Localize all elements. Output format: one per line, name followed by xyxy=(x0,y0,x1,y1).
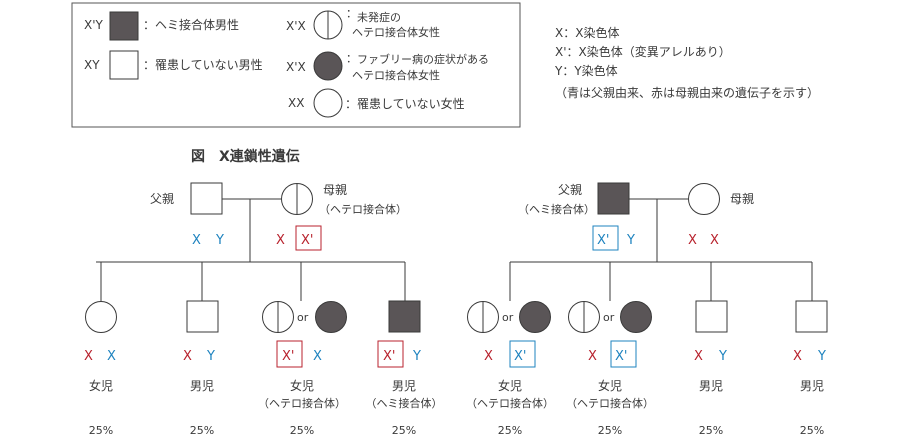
legend-genotype-2: X'X xyxy=(286,19,306,33)
right-child-2-label: 男児 xyxy=(699,379,723,393)
legend-box xyxy=(71,2,521,128)
legend-colon-2: ： xyxy=(346,7,357,20)
left-child-3-gene-2: Y xyxy=(412,349,421,364)
left-child-2-or: or xyxy=(297,311,309,324)
left-child-3-gene-box xyxy=(377,340,404,368)
right-mother-icon xyxy=(688,183,720,215)
right-child-1-gene-2: X' xyxy=(615,349,627,364)
left-mother-gene-box xyxy=(295,225,322,251)
left-child-2b-icon xyxy=(315,301,347,333)
left-child-1-icon xyxy=(186,300,219,333)
left-child-0-gene-2: X xyxy=(107,349,116,364)
note-3: （青は父親由来、赤は母親由来の遺伝子を示す） xyxy=(555,85,819,100)
right-child-1-pct: 25% xyxy=(598,424,622,436)
right-child-2-gene-1: X xyxy=(694,349,703,364)
left-child-0-pct: 25% xyxy=(89,424,113,436)
legend-genotype-1: XY xyxy=(84,58,100,72)
legend-desc-0: ：ヘミ接合体男性 xyxy=(143,17,239,32)
right-mother-gene-2: X xyxy=(710,233,719,248)
right-child-3-gene-2: Y xyxy=(817,349,826,364)
left-child-2-sub: （ヘテロ接合体） xyxy=(258,396,346,410)
legend-genotype-0: X'Y xyxy=(84,18,104,32)
left-child-2-pct: 25% xyxy=(290,424,314,436)
right-child-3-label: 男児 xyxy=(800,379,824,393)
left-child-0-icon xyxy=(85,301,117,333)
left-child-0-gene-1: X xyxy=(84,349,93,364)
right-child-2-gene-2: Y xyxy=(718,349,727,364)
right-child-0-pct: 25% xyxy=(498,424,522,436)
left-mother-gene-2: X' xyxy=(301,233,313,248)
right-child-0-sub: （ヘテロ接合体） xyxy=(466,396,554,410)
right-child-1-gene-1: X xyxy=(588,349,597,364)
legend-desc-1: ：罹患していない男性 xyxy=(143,58,263,72)
legend-desc-2a: 未発症の xyxy=(357,10,401,24)
left-child-3-label: 男児 xyxy=(392,379,416,393)
note-1: X'：X染色体（変異アレルあり） xyxy=(555,44,731,59)
right-child-3-pct: 25% xyxy=(800,424,824,436)
left-child-1-gene-1: X xyxy=(183,349,192,364)
right-child-1-sub: （ヘテロ接合体） xyxy=(566,396,654,410)
left-father-label: 父親 xyxy=(150,192,174,206)
left-child-3-icon xyxy=(388,300,421,333)
right-child-1-gene-box xyxy=(610,340,637,368)
right-child-1b-icon xyxy=(620,301,652,333)
figure-title: 図 X連鎖性遺伝 xyxy=(191,148,300,165)
left-child-1-gene-2: Y xyxy=(206,349,215,364)
note-2: Y：Y染色体 xyxy=(554,63,618,78)
legend-colon-3: ： xyxy=(346,52,357,65)
right-child-0-gene-box xyxy=(509,340,536,368)
left-child-2-gene-2: X xyxy=(313,349,322,364)
left-child-3-sub: （ヘミ接合体） xyxy=(366,396,443,410)
right-mother-gene-1: X xyxy=(688,233,697,248)
left-father-gene-2: Y xyxy=(215,233,224,248)
legend-genotype-4: XX xyxy=(288,96,304,110)
right-child-3-gene-1: X xyxy=(793,349,802,364)
pedigree-right xyxy=(509,198,813,301)
right-child-0-label: 女児 xyxy=(498,378,522,393)
right-mother-label: 母親 xyxy=(730,192,754,206)
left-child-2-gene-1: X' xyxy=(282,349,294,364)
right-child-1-or: or xyxy=(603,311,615,324)
male-empty-icon xyxy=(109,50,139,80)
left-child-0-label: 女児 xyxy=(89,378,113,393)
legend-desc-3b: ヘテロ接合体女性 xyxy=(352,68,440,82)
male-filled-icon xyxy=(109,11,139,41)
right-father-icon xyxy=(597,182,630,215)
left-mother-sub: （ヘテロ接合体） xyxy=(319,202,407,216)
left-child-2-gene-box xyxy=(276,340,303,368)
legend-desc-4: ：罹患していない女性 xyxy=(345,96,465,111)
right-father-gene-2: Y xyxy=(626,233,635,248)
right-father-gene-box xyxy=(592,225,619,251)
female-empty-icon xyxy=(313,88,343,118)
left-child-3-gene-1: X' xyxy=(383,349,395,364)
left-father-gene-1: X xyxy=(192,233,201,248)
left-father-icon xyxy=(190,182,223,215)
left-child-2-label: 女児 xyxy=(290,378,314,393)
right-child-2-icon xyxy=(695,300,728,333)
left-mother-label: 母親 xyxy=(323,183,347,197)
legend-desc-2b: ヘテロ接合体女性 xyxy=(352,25,440,39)
left-child-3-pct: 25% xyxy=(392,424,416,436)
left-mother-gene-1: X xyxy=(276,233,285,248)
left-child-1-label: 男児 xyxy=(190,379,214,393)
note-0: X：X染色体 xyxy=(555,25,619,40)
right-father-label: 父親 xyxy=(558,183,582,197)
right-child-0b-icon xyxy=(519,301,551,333)
right-child-1-label: 女児 xyxy=(598,378,622,393)
female-filled-icon xyxy=(313,51,343,81)
right-child-0-gene-1: X xyxy=(484,349,493,364)
right-child-0-gene-2: X' xyxy=(514,349,526,364)
right-father-gene-1: X' xyxy=(597,233,609,248)
legend-genotype-3: X'X xyxy=(286,60,306,74)
right-child-3-icon xyxy=(795,300,828,333)
pedigree-left xyxy=(96,198,406,301)
left-child-1-pct: 25% xyxy=(190,424,214,436)
legend-desc-3a: ファブリー病の症状がある xyxy=(357,52,489,66)
right-child-0-or: or xyxy=(502,311,514,324)
right-father-sub: （ヘミ接合体） xyxy=(518,202,595,216)
right-child-2-pct: 25% xyxy=(699,424,723,436)
